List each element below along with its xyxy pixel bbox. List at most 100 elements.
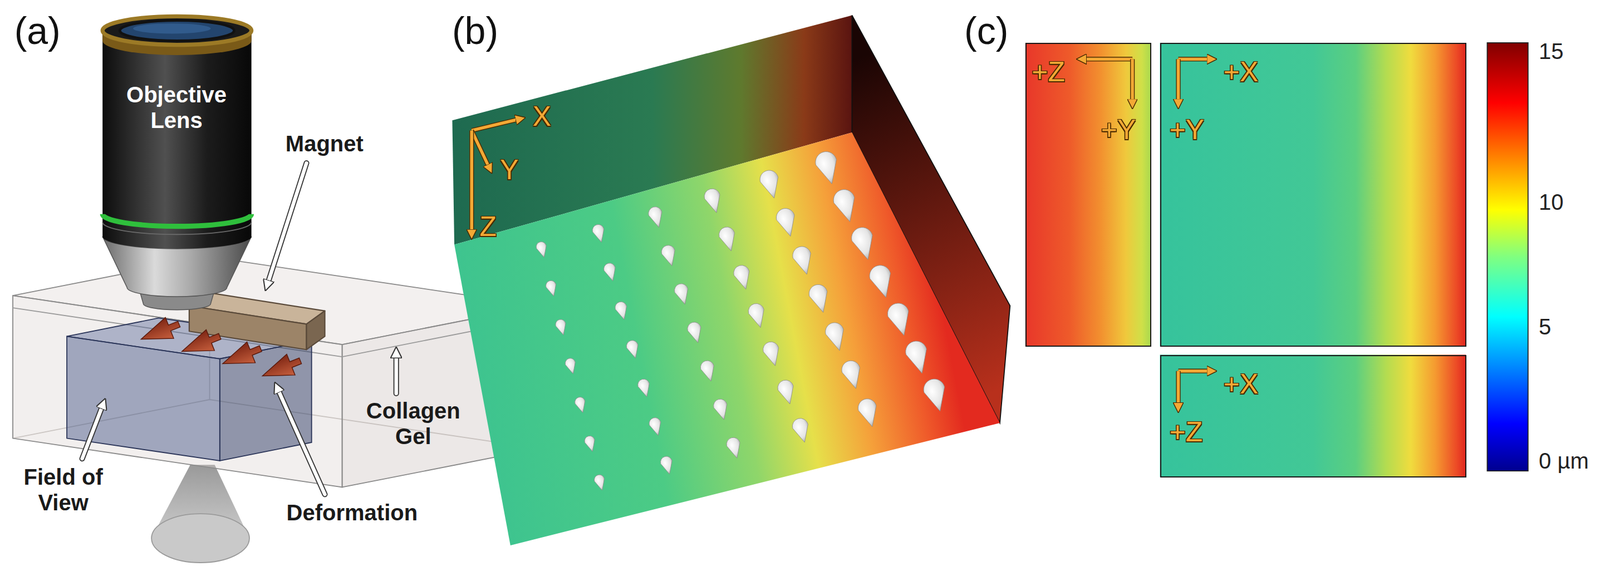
displacement-glyph xyxy=(774,206,800,239)
projection-panel: +X+Y xyxy=(1160,42,1467,347)
projection-panel: +X +Z xyxy=(1160,355,1467,478)
panel-letter: (c) xyxy=(964,10,1009,52)
axis-label: +Z xyxy=(1031,57,1065,87)
displacement-glyph xyxy=(732,263,754,292)
label-slot: (b) xyxy=(452,10,499,52)
heatmap-xz xyxy=(1160,354,1466,478)
displacement-glyph xyxy=(885,301,915,339)
axis-outline xyxy=(1175,371,1181,406)
displacement-glyph xyxy=(746,301,769,330)
colorbar-tick: 10 xyxy=(1538,189,1564,215)
displacement-glyph xyxy=(583,434,598,453)
label-slot: 0 µm xyxy=(1538,448,1589,474)
magnet-end xyxy=(306,311,326,351)
displacement-glyph xyxy=(790,416,813,445)
axis-label: +Y xyxy=(1101,115,1137,145)
axis-label: X xyxy=(532,101,552,132)
displacement-glyph xyxy=(712,397,731,422)
force-arrow xyxy=(177,326,224,363)
component-label: Magnet xyxy=(285,130,364,157)
axis-arrow xyxy=(1176,371,1180,406)
axis-label: +Y xyxy=(1169,115,1205,145)
objective-lens-glass xyxy=(133,23,211,34)
axis-outline xyxy=(471,130,489,168)
component-label: Collagen Gel xyxy=(351,398,475,450)
axis-label: Z xyxy=(479,212,497,242)
leader-arrows xyxy=(82,163,397,495)
label-slot: (c) xyxy=(964,10,1009,52)
projection-panel: +Z +Y xyxy=(1025,42,1151,347)
component-label: Deformation xyxy=(286,499,419,526)
displacement-glyph xyxy=(848,224,878,263)
displacement-glyph xyxy=(776,378,798,407)
label-slot: Collagen Gel xyxy=(351,398,475,450)
displacement-glyph xyxy=(902,339,932,377)
label-slot: +Y xyxy=(1169,115,1205,145)
displacement-glyph xyxy=(702,187,725,215)
force-arrow xyxy=(258,350,305,387)
displacement-glyph xyxy=(867,262,897,301)
displacement-glyph xyxy=(554,318,569,337)
label-slot: +Z xyxy=(1169,417,1204,448)
floor-map xyxy=(454,132,1000,546)
displacement-glyph xyxy=(659,243,679,268)
displacement-glyph xyxy=(856,396,882,430)
light-beam xyxy=(151,464,250,563)
axis-arrow xyxy=(1176,59,1180,102)
label-slot: 10 xyxy=(1538,189,1564,215)
axis-outline xyxy=(469,130,474,233)
objective-band xyxy=(102,222,252,235)
leader-line xyxy=(82,405,103,459)
displacement-glyph xyxy=(673,282,692,307)
panel-letter: (a) xyxy=(14,10,61,52)
label-slot: +Y xyxy=(1101,115,1137,145)
axis-arrow xyxy=(1178,369,1211,373)
axis-arrow xyxy=(471,130,489,168)
axis-arrow xyxy=(1130,59,1134,102)
displacement-glyph xyxy=(699,359,718,384)
panel-letter: (b) xyxy=(452,10,499,52)
gel-front-face xyxy=(12,295,343,488)
displacement-glyph xyxy=(573,396,588,415)
label-slot: 5 xyxy=(1538,314,1552,340)
axis-label: Y xyxy=(499,155,519,185)
heatmap-xy xyxy=(1160,42,1466,347)
displacement-glyph xyxy=(790,244,816,277)
axis-label: +X xyxy=(1223,369,1259,400)
leader-line xyxy=(394,354,398,394)
axis-outline xyxy=(1178,369,1211,374)
label-slot: X xyxy=(532,101,552,132)
label-slot: Y xyxy=(499,155,519,185)
displacement-glyph xyxy=(757,168,783,201)
label-slot: +X xyxy=(1223,369,1259,400)
force-arrow xyxy=(136,313,184,351)
displacement-glyph xyxy=(591,223,608,244)
projection-maps xyxy=(1025,42,1529,478)
colorbar-tick: 5 xyxy=(1538,314,1552,340)
leader-outline xyxy=(277,389,325,495)
displacement-glyph xyxy=(685,320,705,345)
displacement-glyph xyxy=(563,357,578,376)
leader-outline xyxy=(82,405,103,459)
colorbar-tick: 0 µm xyxy=(1538,448,1589,474)
component-label: Field of View xyxy=(4,464,122,516)
leader-outline xyxy=(393,354,400,394)
displacement-glyph xyxy=(535,240,549,259)
displacement-glyph xyxy=(839,359,865,392)
axis-arrow xyxy=(471,119,519,131)
displacement-glyph xyxy=(544,279,559,298)
axis-arrow xyxy=(1083,57,1133,61)
axis-outline xyxy=(1130,59,1135,102)
axis-outline xyxy=(1178,56,1211,62)
component-label: Objective Lens xyxy=(107,81,245,134)
displacement-glyphs xyxy=(535,149,951,492)
axis-outline xyxy=(471,119,519,131)
leader-outline xyxy=(267,163,307,284)
light-beam-end xyxy=(151,513,250,563)
fov-front-face xyxy=(66,336,220,461)
label-slot: Z xyxy=(479,212,497,242)
leader-line xyxy=(277,389,325,495)
objective-band xyxy=(102,214,252,227)
label-slot: Objective Lens xyxy=(107,81,245,134)
